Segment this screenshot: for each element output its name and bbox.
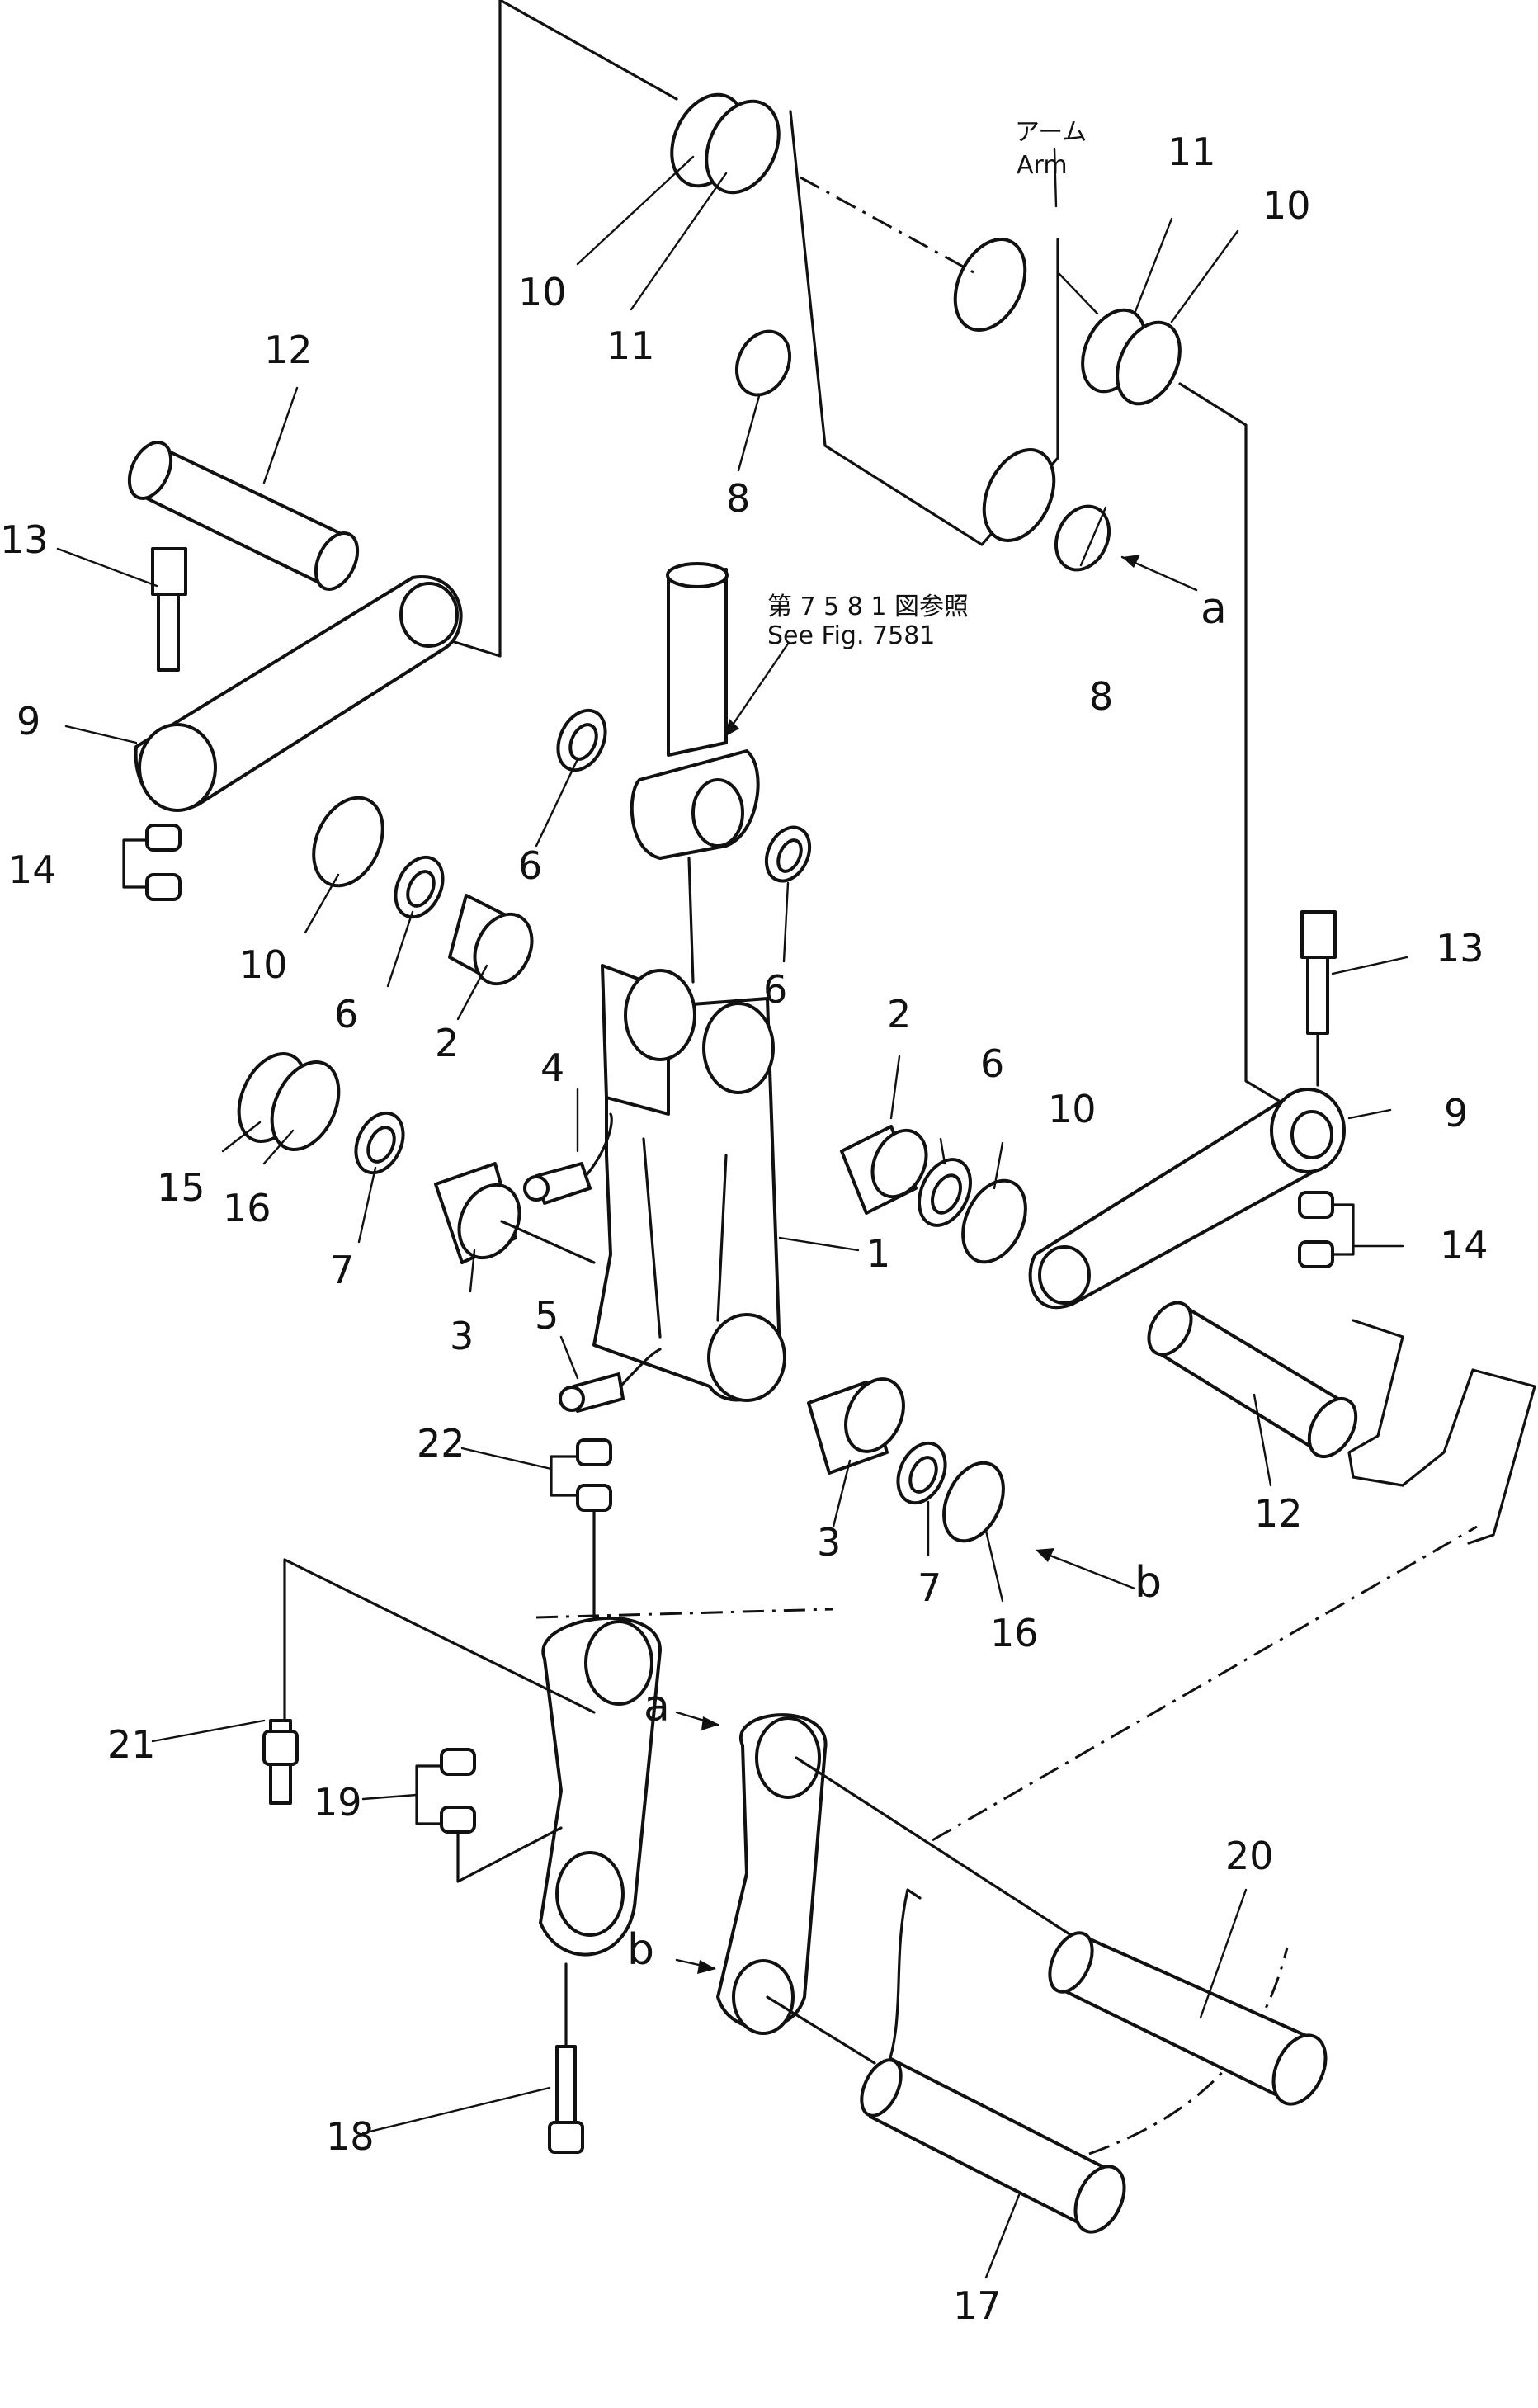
seal-7-right bbox=[896, 1441, 947, 1505]
assembly-line-top bbox=[498, 0, 678, 101]
label-part-2-right: 2 bbox=[887, 992, 911, 1036]
nuts-19 bbox=[415, 1748, 563, 1883]
pin-12-upper bbox=[127, 441, 360, 591]
label-part-22: 22 bbox=[417, 1421, 465, 1466]
label-ref-a-bottom: a bbox=[644, 1682, 670, 1731]
label-part-19: 19 bbox=[314, 1780, 362, 1825]
label-part-7-left: 7 bbox=[330, 1248, 354, 1292]
label-part-3-right: 3 bbox=[817, 1520, 841, 1565]
washer-pair-top-right bbox=[1081, 308, 1182, 406]
bucket-outline-curve bbox=[1088, 1947, 1289, 2155]
label-part-14-right: 14 bbox=[1440, 1223, 1488, 1268]
bucket-side-stroke bbox=[881, 1888, 922, 2081]
label-part-16-left: 16 bbox=[223, 1186, 271, 1230]
label-part-11-right: 11 bbox=[1168, 130, 1216, 174]
leader-lines bbox=[56, 147, 1408, 2279]
bushing-3-left bbox=[434, 1162, 521, 1264]
nuts-22 bbox=[550, 1438, 612, 1619]
bucket-bracket-left bbox=[539, 1616, 662, 1957]
label-fig-en: See Fig. 7581 bbox=[767, 621, 935, 650]
label-part-8-right: 8 bbox=[1089, 674, 1113, 719]
assembly-line-right bbox=[1178, 382, 1289, 1107]
label-part-18: 18 bbox=[326, 2114, 375, 2159]
label-part-6-upper: 6 bbox=[518, 843, 542, 888]
seal-6-left bbox=[394, 855, 445, 919]
label-part-9-right: 9 bbox=[1444, 1091, 1468, 1136]
bushing-2-right bbox=[840, 1125, 928, 1215]
nuts-14-right bbox=[1298, 1191, 1355, 1268]
label-part-10-right: 10 bbox=[1262, 183, 1311, 228]
label-part-7-right: 7 bbox=[918, 1565, 941, 1610]
label-part-12-upper: 12 bbox=[264, 328, 313, 372]
bucket-edge-right bbox=[1401, 1368, 1536, 1545]
pin-12-right bbox=[1147, 1301, 1358, 1459]
label-ref-b-right: b bbox=[1135, 1558, 1162, 1608]
assembly-line-left bbox=[432, 0, 502, 658]
pin-20 bbox=[795, 1756, 1328, 2106]
grease-fitting-5 bbox=[559, 1348, 662, 1413]
o-ring-right bbox=[1054, 504, 1111, 572]
washer-10-right bbox=[961, 1178, 1027, 1264]
label-part-10-left: 10 bbox=[239, 942, 288, 987]
label-part-15: 15 bbox=[157, 1165, 205, 1210]
bushing-2-left bbox=[448, 894, 534, 986]
label-fig-jp: 第 7 5 8 1 図参照 bbox=[767, 593, 969, 621]
label-part-3-left: 3 bbox=[450, 1314, 474, 1358]
pin-17 bbox=[766, 1995, 1126, 2234]
label-part-13-left: 13 bbox=[0, 517, 49, 562]
washer-pair-top-left bbox=[670, 92, 781, 195]
bolt-21 bbox=[262, 1558, 596, 1805]
ref-arrows bbox=[675, 555, 1198, 1974]
label-ref-b-bottom: b bbox=[627, 1925, 654, 1975]
axis-line-left bbox=[500, 1220, 596, 1264]
label-part-13-right: 13 bbox=[1436, 926, 1484, 970]
bucket-outline-diagonal bbox=[932, 1525, 1478, 1842]
bolt-13-right bbox=[1300, 910, 1337, 1087]
link-1 bbox=[592, 964, 786, 1402]
cylinder-guide-line bbox=[687, 857, 695, 984]
bolt-18 bbox=[548, 1962, 584, 2154]
label-part-21: 21 bbox=[107, 1722, 156, 1767]
label-arm-jp: アーム bbox=[1015, 118, 1087, 147]
label-part-12-right: 12 bbox=[1254, 1491, 1303, 1536]
label-part-10-mid: 10 bbox=[1048, 1087, 1097, 1131]
label-part-6-center: 6 bbox=[763, 967, 787, 1012]
label-part-17: 17 bbox=[953, 2283, 1002, 2328]
label-part-11-top: 11 bbox=[606, 323, 655, 368]
seal-7-left bbox=[354, 1111, 405, 1175]
label-part-20: 20 bbox=[1225, 1834, 1274, 1878]
bolt-13-upper bbox=[151, 547, 187, 672]
label-part-16-right: 16 bbox=[990, 1611, 1039, 1655]
nuts-14-left bbox=[122, 824, 182, 901]
label-part-6-right: 6 bbox=[980, 1041, 1004, 1086]
washer-16-right bbox=[942, 1461, 1005, 1543]
label-part-2-left: 2 bbox=[435, 1021, 459, 1065]
label-arm-en: Arm bbox=[1017, 151, 1068, 180]
bucket-bracket-right bbox=[716, 1713, 828, 2035]
label-ref-a-top: a bbox=[1201, 584, 1227, 634]
label-part-14-left: 14 bbox=[8, 848, 57, 892]
bucket-edge-upper bbox=[1347, 1319, 1404, 1487]
seal-6-right bbox=[764, 825, 812, 883]
bucket-outline-top bbox=[535, 1608, 834, 1619]
seal-6-upper bbox=[556, 708, 607, 772]
washer-10-left bbox=[312, 796, 384, 888]
seal-6-right-lower bbox=[918, 1158, 972, 1227]
washer-pair-15-16 bbox=[237, 1052, 341, 1151]
label-part-9-left: 9 bbox=[17, 699, 40, 744]
link-9-upper bbox=[134, 575, 463, 812]
o-ring-upper bbox=[734, 329, 792, 397]
label-part-1: 1 bbox=[866, 1231, 890, 1276]
label-part-5: 5 bbox=[535, 1293, 559, 1338]
label-part-6-left: 6 bbox=[334, 992, 358, 1036]
label-part-10-top: 10 bbox=[518, 270, 567, 314]
link-9-right bbox=[1028, 1088, 1346, 1310]
label-part-4: 4 bbox=[540, 1046, 564, 1090]
arm-boss bbox=[789, 110, 1099, 546]
grease-fitting-4 bbox=[523, 1112, 613, 1205]
label-part-8-upper: 8 bbox=[726, 476, 750, 521]
cylinder-reference bbox=[630, 562, 760, 860]
bushing-3-right bbox=[807, 1377, 905, 1475]
